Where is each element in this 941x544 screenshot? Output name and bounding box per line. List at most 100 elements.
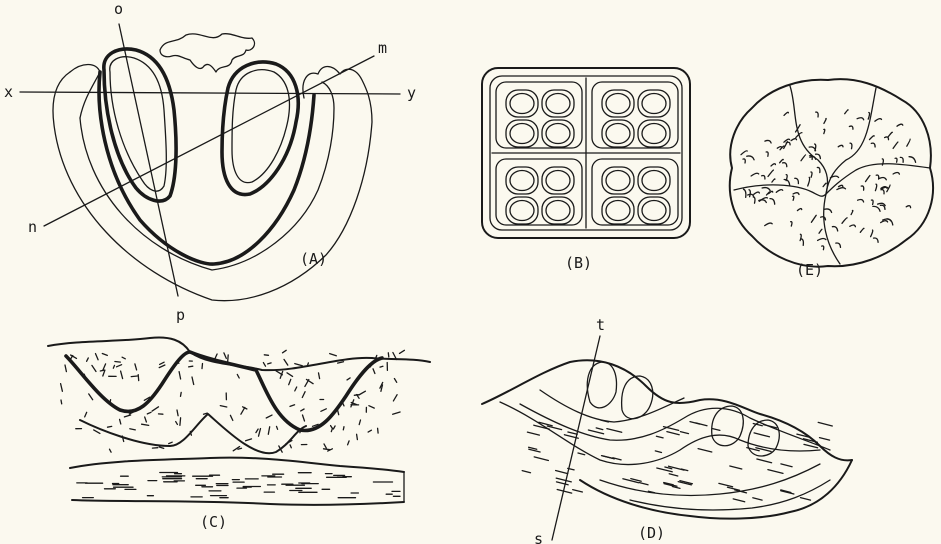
- figure-c-texture-dash: [130, 429, 136, 430]
- figure-e-texture-stroke: [868, 113, 869, 120]
- figure-c-texture-dash: [331, 426, 333, 429]
- figure-c-texture-dash: [338, 362, 344, 363]
- figure-c-texture-dash: [359, 391, 366, 395]
- figure-e-texture-stroke: [801, 239, 803, 246]
- figure-c-texture-dash: [121, 371, 123, 379]
- figure-e-texture-stroke: [784, 112, 788, 115]
- figure-b-cell: [510, 201, 534, 221]
- figure-e-texture-stroke: [832, 227, 837, 231]
- figure-e-texture-stroke: [845, 110, 848, 114]
- figure-c-texture-dash: [61, 384, 63, 392]
- figure-d-texture-stroke: [640, 483, 649, 485]
- figure-e-texture-stroke: [743, 159, 745, 163]
- figure-d-texture-stroke: [568, 432, 577, 434]
- figure-d-texture-stroke: [672, 487, 680, 489]
- figure-e-texture-stroke: [754, 192, 760, 194]
- figure-e-texture-stroke: [811, 172, 812, 177]
- figure-d-texture-stroke: [713, 429, 720, 431]
- figure-e-texture-stroke: [749, 190, 750, 197]
- figure-d-texture-stroke: [529, 449, 540, 452]
- figure-d-texture-stroke: [556, 471, 568, 474]
- figure-b-cell: [606, 124, 630, 144]
- figure-c-texture-dash: [287, 373, 293, 377]
- figure-c-texture-dash: [277, 426, 278, 429]
- figure-e-texture-stroke: [874, 238, 879, 242]
- figure-d-texture-stroke: [527, 432, 539, 435]
- figure-c-texture-dash: [61, 400, 62, 404]
- figure-e-texture-stroke: [770, 199, 775, 205]
- figure-c-texture-dash: [110, 400, 111, 404]
- figure-e-texture-stroke: [881, 221, 888, 223]
- figure-e-texture-stroke: [897, 124, 903, 126]
- figure-c-texture-dash: [284, 359, 288, 365]
- figure-d-texture-stroke: [754, 433, 769, 437]
- figure-c-base-top: [70, 458, 404, 472]
- figure-c-texture-dash: [264, 355, 268, 356]
- figure-c-texture-dash: [295, 387, 297, 391]
- figure-e-texture-stroke: [876, 175, 879, 179]
- figure-b-cell: [642, 124, 666, 144]
- figure-c-texture-dash: [102, 354, 107, 356]
- figure-e-texture-stroke: [849, 126, 853, 129]
- figure-c-texture-dash: [357, 434, 358, 439]
- figure-e-texture-stroke: [801, 155, 806, 161]
- figure-c-texture-dash: [400, 350, 405, 353]
- figure-a-crest: [160, 34, 254, 72]
- figure-d-texture-stroke: [601, 420, 609, 422]
- figure-c-lower-folds: [80, 414, 306, 453]
- figure-c-texture-dash: [181, 392, 182, 396]
- figure-e-texture-stroke: [771, 164, 775, 166]
- figure-a: o p x y m n (A): [4, 0, 416, 324]
- figure-c-texture-dash: [159, 447, 163, 448]
- figure-c-texture-dash: [108, 426, 112, 427]
- figure-c-texture-dash: [65, 365, 66, 372]
- figure-c-texture-dash: [388, 353, 389, 357]
- caption-d: (D): [638, 524, 665, 542]
- figure-e-texture-stroke: [824, 119, 826, 124]
- figure-b-cell: [606, 201, 630, 221]
- figure-d-texture-stroke: [728, 487, 740, 490]
- figure-c-texture-dash: [238, 448, 242, 449]
- figure-e-texture-stroke: [797, 209, 801, 211]
- figure-c-texture-dash: [100, 370, 104, 371]
- figure-c-texture-dash: [87, 358, 89, 361]
- figure-d-texture-stroke: [690, 422, 700, 425]
- figure-c-texture-dash: [378, 428, 379, 433]
- figure-e-texture-stroke: [909, 157, 916, 163]
- figure-e-texture-stroke: [741, 151, 747, 155]
- figure-e-texture-stroke: [765, 140, 771, 143]
- section-line-o-p: [119, 24, 178, 296]
- caption-b: (B): [565, 254, 592, 272]
- figure-c-texture-dash: [246, 439, 252, 441]
- figure-e-texture-stroke: [885, 137, 889, 140]
- figure-e-texture-stroke: [860, 228, 864, 232]
- figure-d-texture-stroke: [680, 432, 688, 434]
- figure-e-texture-stroke: [895, 158, 897, 162]
- figure-e-texture-stroke: [870, 136, 875, 140]
- figure-c-texture-dash: [371, 364, 372, 367]
- figure-e-texture-stroke: [793, 196, 794, 200]
- figure-c-texture-dash: [256, 429, 258, 433]
- figure-c-texture-dash: [159, 365, 165, 368]
- figure-c-texture-dash: [303, 415, 305, 421]
- figure-c-texture-dash: [180, 418, 181, 426]
- figure-e-texture-stroke: [791, 139, 796, 141]
- figure-d-texture-stroke: [669, 474, 678, 476]
- figure-d-texture-stroke: [753, 498, 762, 500]
- figure-e-texture-stroke: [866, 176, 870, 182]
- figure-a-inner-outline: [80, 82, 334, 270]
- figure-c-base-bottom: [72, 500, 404, 505]
- figure-e-texture-stroke: [871, 143, 875, 147]
- figure-e-texture-stroke: [850, 143, 852, 149]
- label-m: m: [378, 39, 387, 57]
- figure-c-texture-dash: [342, 402, 344, 406]
- figure-b-cell: [510, 171, 534, 191]
- figure-c-texture-dash: [89, 394, 93, 400]
- figure-d-texture-stroke: [698, 449, 712, 452]
- figure-d-texture-stroke: [719, 483, 733, 486]
- section-line-x-y: [20, 92, 400, 94]
- figure-e-texture-stroke: [880, 205, 885, 209]
- figure-c-texture-dash: [115, 362, 121, 363]
- figure-e-texture-stroke: [857, 118, 864, 120]
